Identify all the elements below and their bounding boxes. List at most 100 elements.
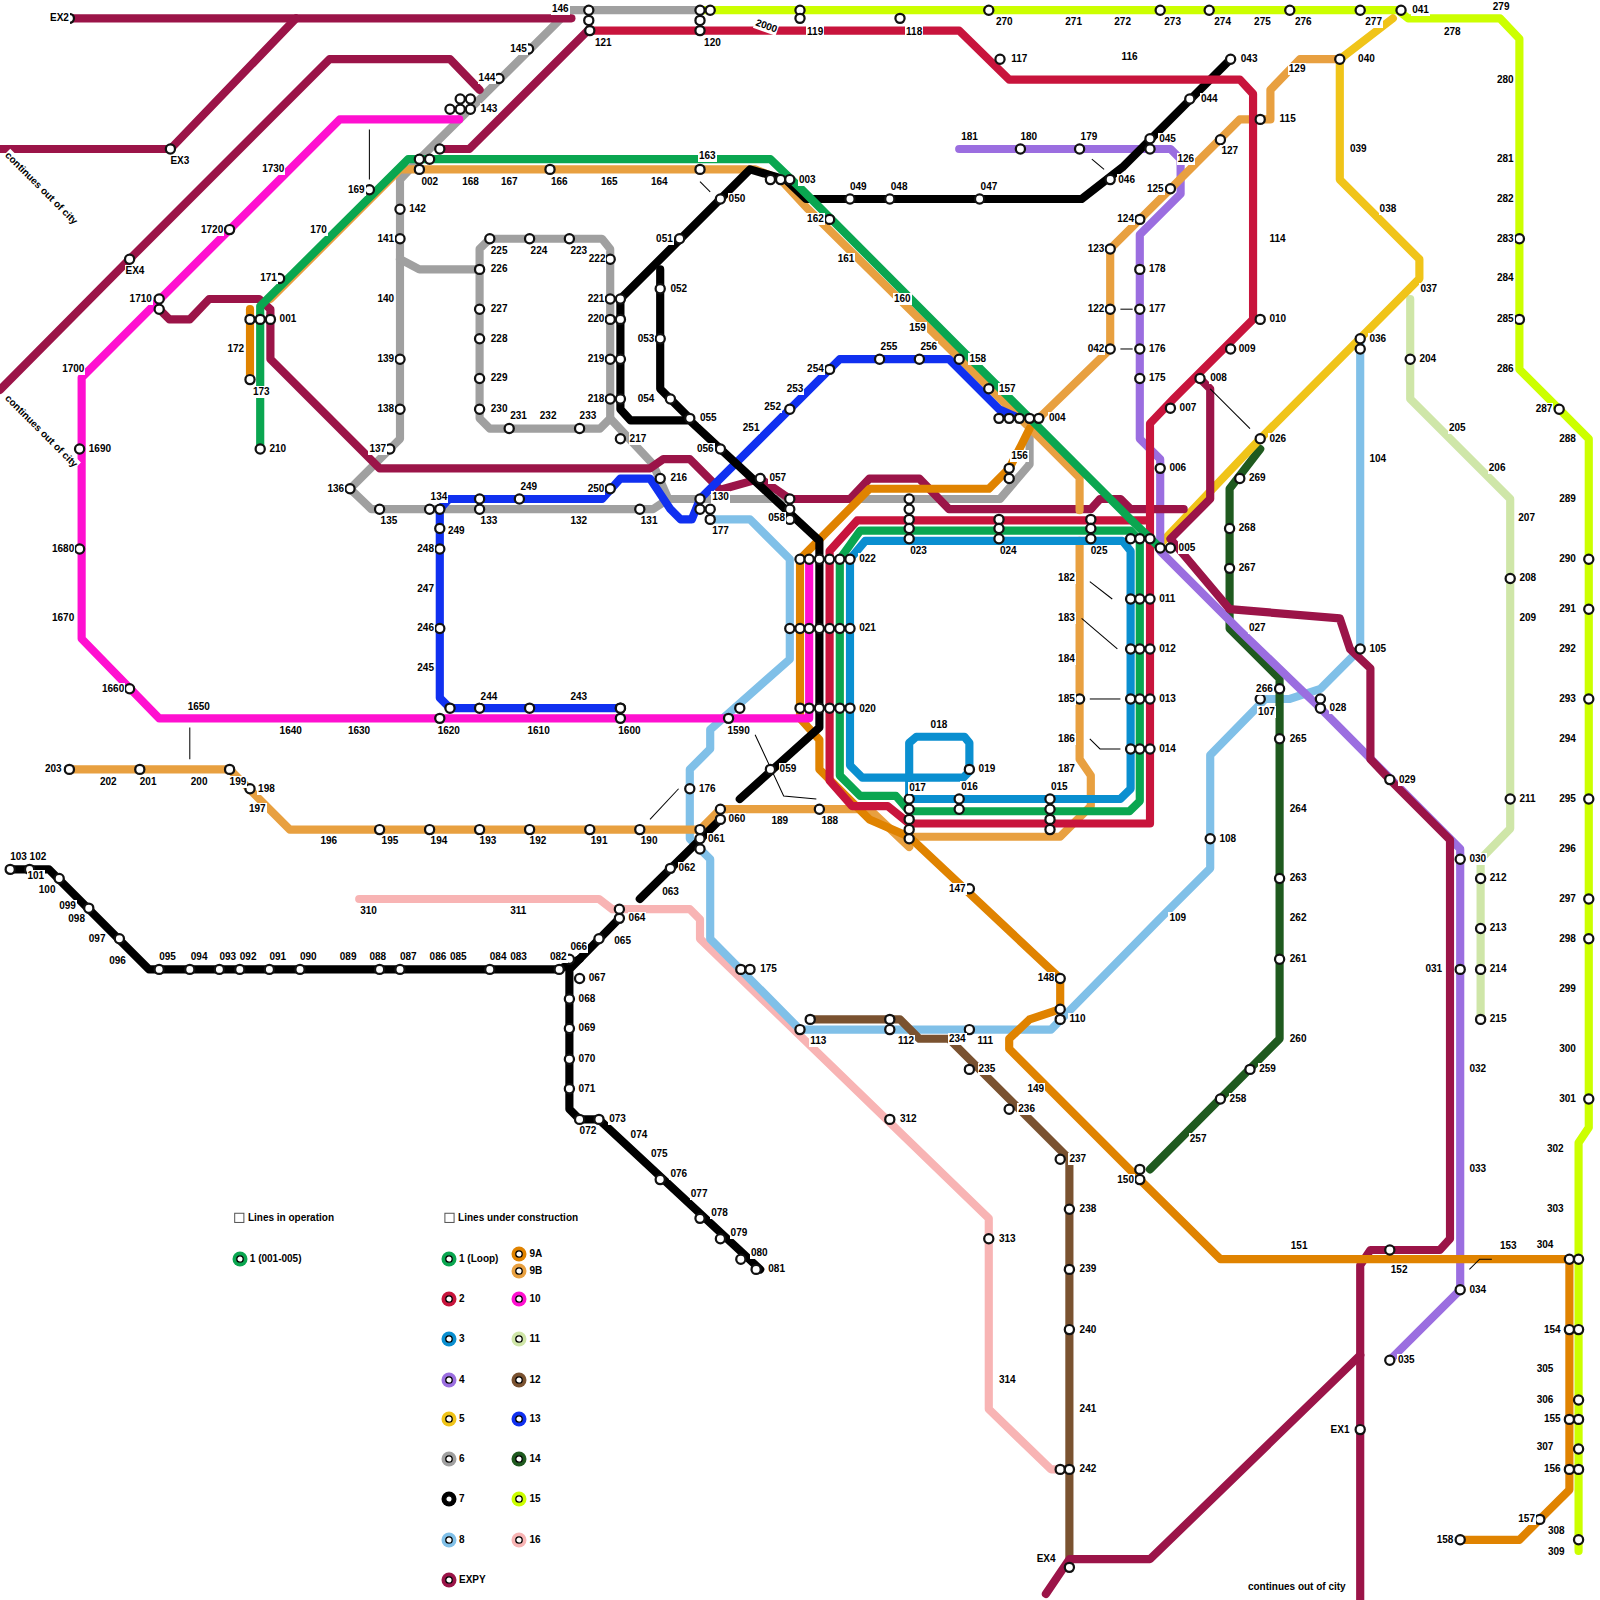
swatch-center xyxy=(516,1416,522,1422)
station-label: 215 xyxy=(1489,1013,1508,1025)
station-marker xyxy=(1106,305,1115,314)
station-label: 132 xyxy=(569,515,588,527)
station-label: 156 xyxy=(1010,450,1029,462)
station-marker xyxy=(1285,6,1294,15)
station-label: 091 xyxy=(268,951,287,963)
station-label: 021 xyxy=(858,622,877,634)
station-marker xyxy=(425,825,434,834)
legend-item: 13 xyxy=(511,1411,541,1427)
station-label: 250 xyxy=(587,483,606,495)
station-marker xyxy=(1015,414,1024,423)
transit-line xyxy=(350,10,1030,509)
station-marker xyxy=(1065,1465,1074,1474)
station-label: 262 xyxy=(1289,912,1308,924)
station-marker xyxy=(994,534,1003,543)
station-label: 155 xyxy=(1543,1413,1562,1425)
station-marker xyxy=(155,294,164,303)
station-label: 243 xyxy=(569,691,588,703)
station-marker xyxy=(1135,215,1144,224)
station-marker xyxy=(1584,605,1593,614)
station-label: 131 xyxy=(640,515,659,527)
station-marker xyxy=(795,555,804,564)
station-marker xyxy=(1135,344,1144,353)
station-marker xyxy=(1506,794,1515,803)
station-label: 102 xyxy=(29,851,48,863)
station-label: 158 xyxy=(968,353,987,365)
swatch-center xyxy=(516,1537,522,1543)
transit-line xyxy=(82,119,810,718)
station-marker xyxy=(1385,1245,1394,1254)
station-label: 304 xyxy=(1536,1239,1555,1251)
station-marker xyxy=(905,505,914,514)
station-marker xyxy=(575,424,584,433)
station-label: 220 xyxy=(587,313,606,325)
station-marker xyxy=(1574,1255,1583,1264)
station-label: 051 xyxy=(655,233,674,245)
station-label: 194 xyxy=(430,835,449,847)
station-label: 069 xyxy=(578,1022,597,1034)
station-label: 095 xyxy=(158,951,177,963)
station-label: 175 xyxy=(1148,372,1167,384)
station-marker xyxy=(575,974,584,983)
swatch-ring xyxy=(442,1252,457,1267)
station-marker xyxy=(1574,1535,1583,1544)
station-label: 212 xyxy=(1489,872,1508,884)
station-label: 046 xyxy=(1117,174,1136,186)
station-label: 240 xyxy=(1079,1324,1098,1336)
station-label: 110 xyxy=(1068,1013,1086,1025)
station-marker xyxy=(955,805,964,814)
leader-line xyxy=(700,182,710,192)
swatch-center xyxy=(446,1416,452,1422)
station-marker xyxy=(656,284,665,293)
legend-item: 15 xyxy=(511,1491,541,1507)
station-label: 191 xyxy=(590,835,609,847)
station-marker xyxy=(475,405,484,414)
station-label: 063 xyxy=(661,886,680,898)
station-label: 216 xyxy=(669,472,688,484)
station-marker xyxy=(785,175,794,184)
swatch-ring xyxy=(512,1247,527,1262)
station-label: 114 xyxy=(1268,233,1286,245)
station-marker xyxy=(435,624,444,633)
station-label: 037 xyxy=(1419,283,1438,295)
station-label: 075 xyxy=(650,1148,669,1160)
station-marker xyxy=(1045,805,1054,814)
station-label: 022 xyxy=(858,553,877,565)
legend-text: 11 xyxy=(528,1333,541,1345)
swatch-center xyxy=(446,1376,452,1382)
station-marker xyxy=(785,515,794,524)
station-label: 306 xyxy=(1536,1394,1555,1406)
station-marker xyxy=(1005,464,1014,473)
swatch-center xyxy=(446,1576,452,1582)
station-label: 067 xyxy=(588,972,607,984)
station-marker xyxy=(736,1255,745,1264)
station-marker xyxy=(695,834,704,843)
station-label: 118 xyxy=(905,26,923,38)
station-label: 135 xyxy=(380,515,399,527)
station-label: 226 xyxy=(490,263,509,275)
station-marker xyxy=(666,864,675,873)
swatch-ring xyxy=(512,1452,527,1467)
station-marker xyxy=(656,1175,665,1184)
station-marker xyxy=(1226,344,1235,353)
station-label: 049 xyxy=(849,181,868,193)
station-marker xyxy=(1515,234,1524,243)
station-marker xyxy=(616,704,625,713)
station-label: 007 xyxy=(1179,402,1198,414)
station-label: 139 xyxy=(377,353,396,365)
station-marker xyxy=(515,494,524,503)
station-label: 062 xyxy=(678,862,697,874)
station-label: 027 xyxy=(1248,622,1267,634)
station-marker xyxy=(1565,1255,1574,1264)
station-label: 032 xyxy=(1468,1063,1487,1075)
station-marker xyxy=(565,1024,574,1033)
station-label: 305 xyxy=(1536,1363,1555,1375)
transit-line xyxy=(690,339,1360,1030)
station-marker xyxy=(555,965,564,974)
station-label: 296 xyxy=(1558,843,1577,855)
legend-item: 9B xyxy=(511,1263,543,1279)
station-label: 219 xyxy=(587,353,606,365)
station-marker xyxy=(1356,344,1365,353)
station-marker xyxy=(795,624,804,633)
transit-line xyxy=(810,1019,1069,1567)
